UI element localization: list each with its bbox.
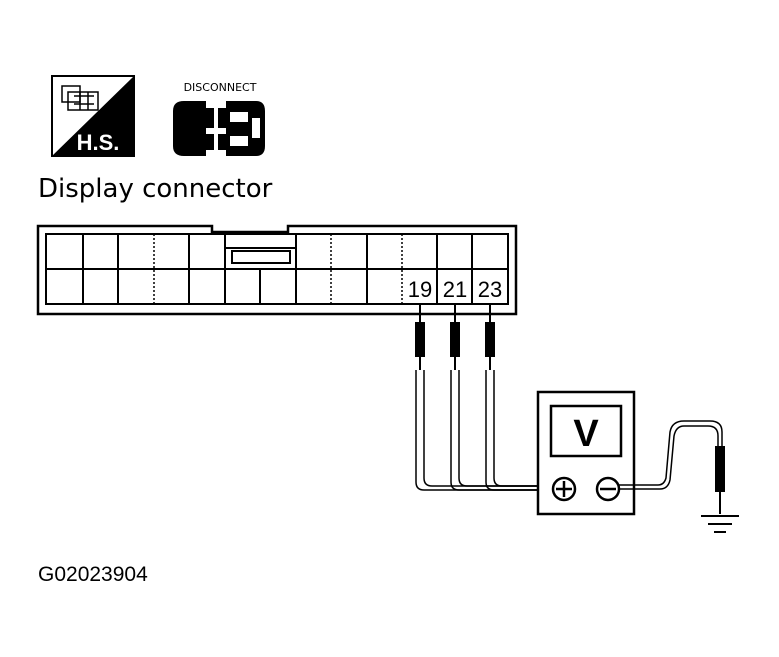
ground-icon — [701, 515, 739, 533]
ground-lead — [619, 420, 725, 514]
figure-id: G02023904 — [38, 563, 148, 586]
pin-label-21: 21 — [443, 277, 467, 302]
harness-side-icon: H.S. — [51, 75, 135, 157]
probe-19 — [415, 304, 425, 370]
probe-21 — [450, 304, 460, 370]
probe-23 — [485, 304, 495, 370]
pin-label-19: 19 — [408, 277, 432, 302]
disconnect-label: DISCONNECT — [184, 81, 257, 94]
disconnect-icon: DISCONNECT — [173, 81, 265, 156]
connector-pictogram-icon — [61, 85, 99, 111]
meter-symbol: V — [573, 413, 599, 455]
test-probes — [415, 304, 495, 370]
positive-terminal-icon — [551, 476, 577, 502]
display-connector — [36, 224, 518, 316]
harness-side-label: H.S. — [77, 130, 120, 155]
negative-terminal-icon — [595, 476, 621, 502]
lead-wires — [415, 370, 548, 491]
pin-label-23: 23 — [478, 277, 502, 302]
pin-labels: 19 21 23 — [408, 277, 502, 302]
voltmeter: V — [536, 390, 636, 516]
connector-title: Display connector — [38, 174, 273, 204]
